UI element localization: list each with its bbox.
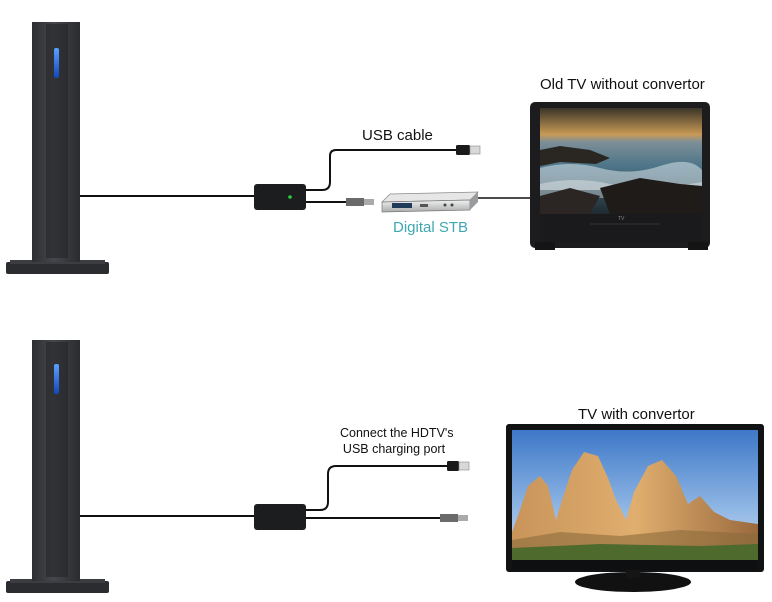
digital-stb-device-icon	[381, 191, 479, 213]
old-tv-label: Old TV without convertor	[540, 76, 705, 93]
hdtv	[506, 424, 764, 592]
bottom-coax-plug-icon	[440, 514, 468, 522]
antenna-led-icon	[54, 48, 59, 78]
bottom-usb-plug-icon	[447, 461, 470, 471]
top-usb-plug-icon	[456, 145, 481, 155]
bottom-antenna	[6, 340, 109, 593]
usb-cable-label: USB cable	[362, 127, 433, 144]
top-antenna	[6, 22, 109, 274]
top-coax-plug-icon	[346, 198, 374, 206]
old-tv: TV	[530, 102, 710, 250]
svg-text:TV: TV	[618, 216, 625, 222]
usb-port-label: Connect the HDTV's USB charging port	[340, 425, 454, 457]
digital-stb-label: Digital STB	[393, 219, 469, 236]
usb-port-label-line1: Connect the HDTV's	[340, 426, 454, 440]
usb-port-label-line2: USB charging port	[342, 442, 446, 456]
antenna-led-icon	[54, 364, 59, 394]
hdtv-label: TV with convertor	[578, 406, 695, 423]
top-converter-box	[254, 184, 306, 210]
bottom-converter-box	[254, 504, 306, 530]
